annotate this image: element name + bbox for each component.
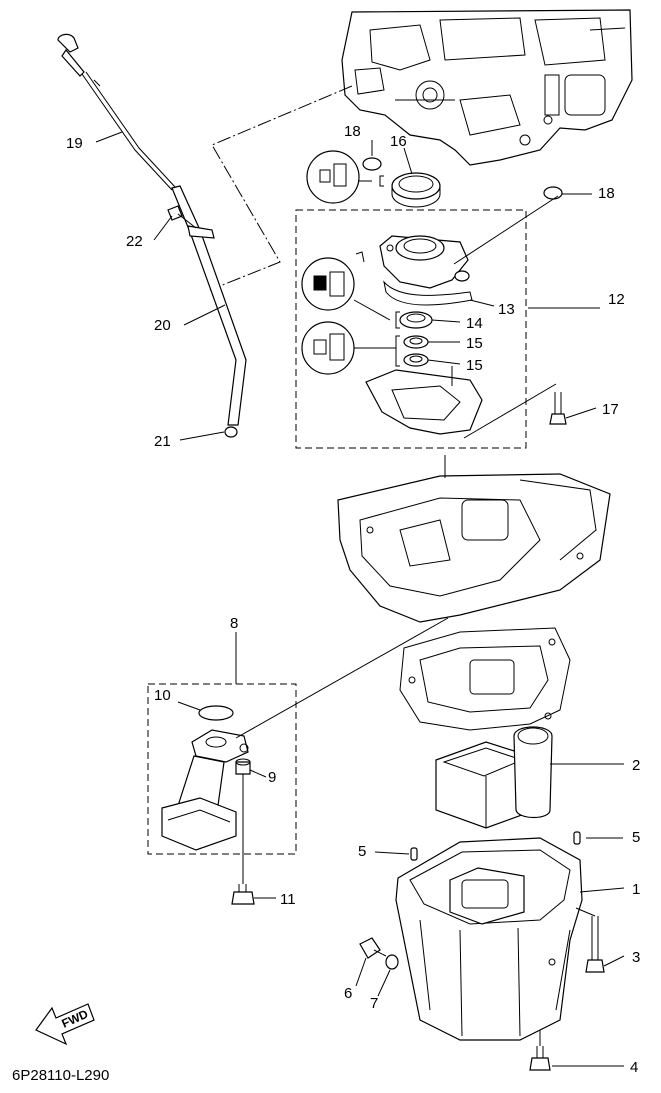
callout-4: 4: [630, 1059, 638, 1076]
callout-5-right: 5: [632, 829, 640, 846]
callout-16: 16: [390, 133, 407, 150]
washer-part-7: [385, 954, 399, 970]
o-ring-part-18-right: [543, 186, 563, 200]
o-ring-part-10: [198, 705, 234, 721]
callout-19: 19: [66, 135, 83, 152]
callout-5-left: 5: [358, 843, 366, 860]
seal-part-14: [399, 311, 433, 329]
callout-13: 13: [498, 301, 515, 318]
dowel-pin-part-5-left: [410, 847, 418, 861]
callout-11: 11: [280, 891, 296, 908]
bolt-part-11: [231, 884, 255, 905]
screw-small: [355, 251, 365, 263]
callout-3: 3: [632, 949, 640, 966]
seal-part-15-upper: [403, 335, 429, 349]
housing-part-lower: [365, 366, 483, 435]
callout-9: 9: [268, 769, 276, 786]
bolt-part-17: [549, 392, 567, 425]
dipstick-guide-part-20: [171, 185, 247, 426]
seal-part-15-lower: [403, 353, 429, 367]
baffle-part-2: [435, 726, 553, 829]
callout-6: 6: [344, 985, 352, 1002]
bracket-top: [379, 175, 384, 187]
bolt-part-9: [235, 758, 251, 775]
engine-block-illustration: [341, 9, 633, 166]
housing-part-upper: [379, 235, 470, 289]
strainer-part-8: [161, 729, 249, 851]
detail-circle-top: [306, 150, 372, 204]
callout-7: 7: [370, 995, 378, 1012]
bolt-part-4: [529, 1046, 551, 1071]
detail-circle-middle: [301, 257, 391, 321]
bracket-bottom: [395, 335, 400, 367]
engine-to-guide-leader: [209, 85, 353, 291]
o-ring-part-21: [224, 426, 238, 438]
assembly-box-8: [147, 683, 297, 855]
detail-circle-bottom: [301, 321, 396, 375]
callout-18-left: 18: [344, 123, 361, 140]
callout-numbers: 1 2 3 4 5 5 6 7 8 9 10 11 12 13 14 15 15…: [66, 123, 640, 1076]
seal-ring-part-16: [391, 172, 441, 208]
callout-17: 17: [602, 401, 619, 418]
dowel-pin-part-5-right: [573, 831, 581, 845]
callout-15-upper: 15: [466, 335, 483, 352]
exhaust-adaptor-illustration: [337, 455, 611, 623]
dipstick-part-19: [57, 33, 177, 191]
callout-14: 14: [466, 315, 483, 332]
fwd-arrow-icon: FWD: [35, 1003, 95, 1046]
callout-10: 10: [154, 687, 171, 704]
bolt-part-3: [585, 916, 605, 973]
callout-leaders: [95, 131, 625, 1067]
bracket-middle: [395, 311, 400, 329]
assembly-box-12: [295, 209, 527, 449]
callout-22: 22: [126, 233, 143, 250]
callout-21: 21: [154, 433, 171, 450]
callout-15-lower: 15: [466, 357, 483, 374]
callout-2: 2: [632, 757, 640, 774]
callout-12: 12: [608, 291, 625, 308]
callout-20: 20: [154, 317, 171, 334]
strainer-to-adaptor-leader: [235, 617, 449, 739]
figure-code: 6P28110-L290: [12, 1067, 109, 1084]
callout-18-right: 18: [598, 185, 615, 202]
o-ring-part-18-left: [362, 157, 382, 171]
callout-1: 1: [632, 881, 640, 898]
callout-8: 8: [230, 615, 238, 632]
oil-pan-part-1: [395, 837, 583, 1041]
gasket-illustration: [399, 627, 571, 731]
drain-plug-part-6: [359, 937, 387, 959]
